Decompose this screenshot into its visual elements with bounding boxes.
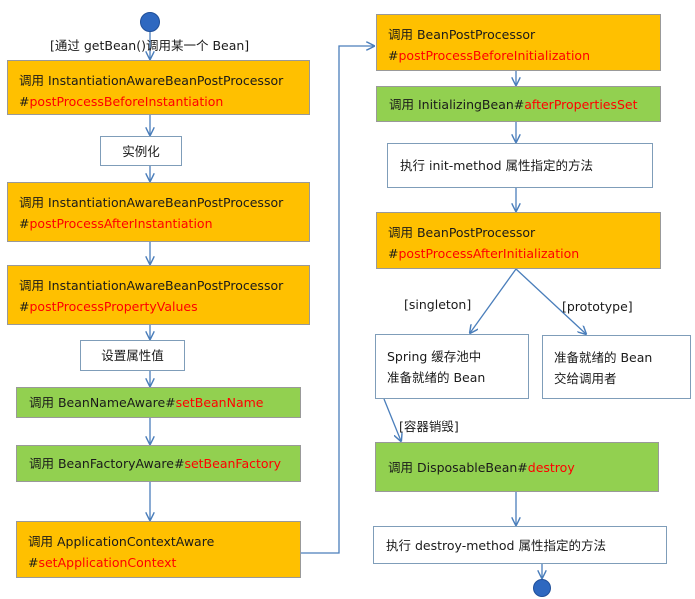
prototype-label: [prototype] <box>562 299 633 314</box>
init-method-box: 执行 init-method 属性指定的方法 <box>387 143 653 188</box>
application-context-aware-box: 调用 ApplicationContextAware #setApplicati… <box>16 521 301 578</box>
instantiate-box: 实例化 <box>100 136 182 166</box>
property-values-box: 调用 InstantiationAwareBeanPostProcessor #… <box>7 265 310 325</box>
prototype-caller-box: 准备就绪的 Bean 交给调用者 <box>542 335 691 399</box>
start-node <box>140 12 160 32</box>
arrow-destroy-container <box>383 398 401 441</box>
singleton-label: [singleton] <box>404 297 472 312</box>
singleton-cache-box: Spring 缓存池中 准备就绪的 Bean <box>375 334 529 399</box>
bean-factory-aware-box: 调用 BeanFactoryAware#setBeanFactory <box>16 445 301 482</box>
bean-name-aware-box: 调用 BeanNameAware#setBeanName <box>16 387 301 418</box>
arrow-singleton <box>470 268 517 333</box>
arrow-prototype <box>515 268 586 334</box>
before-instantiation-box: 调用 InstantiationAwareBeanPostProcessor #… <box>7 60 310 115</box>
after-initialization-box: 调用 BeanPostProcessor #postProcessAfterIn… <box>376 212 661 269</box>
destroy-method-box: 执行 destroy-method 属性指定的方法 <box>373 526 667 564</box>
destroy-container-label: [容器销毁] <box>399 419 459 434</box>
disposable-bean-box: 调用 DisposableBean#destroy <box>375 442 659 492</box>
before-initialization-box: 调用 BeanPostProcessor #postProcessBeforeI… <box>376 14 661 71</box>
after-instantiation-box: 调用 InstantiationAwareBeanPostProcessor #… <box>7 182 310 242</box>
arrow-left-to-right-column <box>300 46 374 554</box>
start-label: [通过 getBean()调用某一个 Bean] <box>50 38 250 53</box>
initializing-bean-box: 调用 InitializingBean#afterPropertiesSet <box>376 86 661 122</box>
end-node <box>533 579 551 597</box>
set-properties-box: 设置属性值 <box>80 340 185 371</box>
